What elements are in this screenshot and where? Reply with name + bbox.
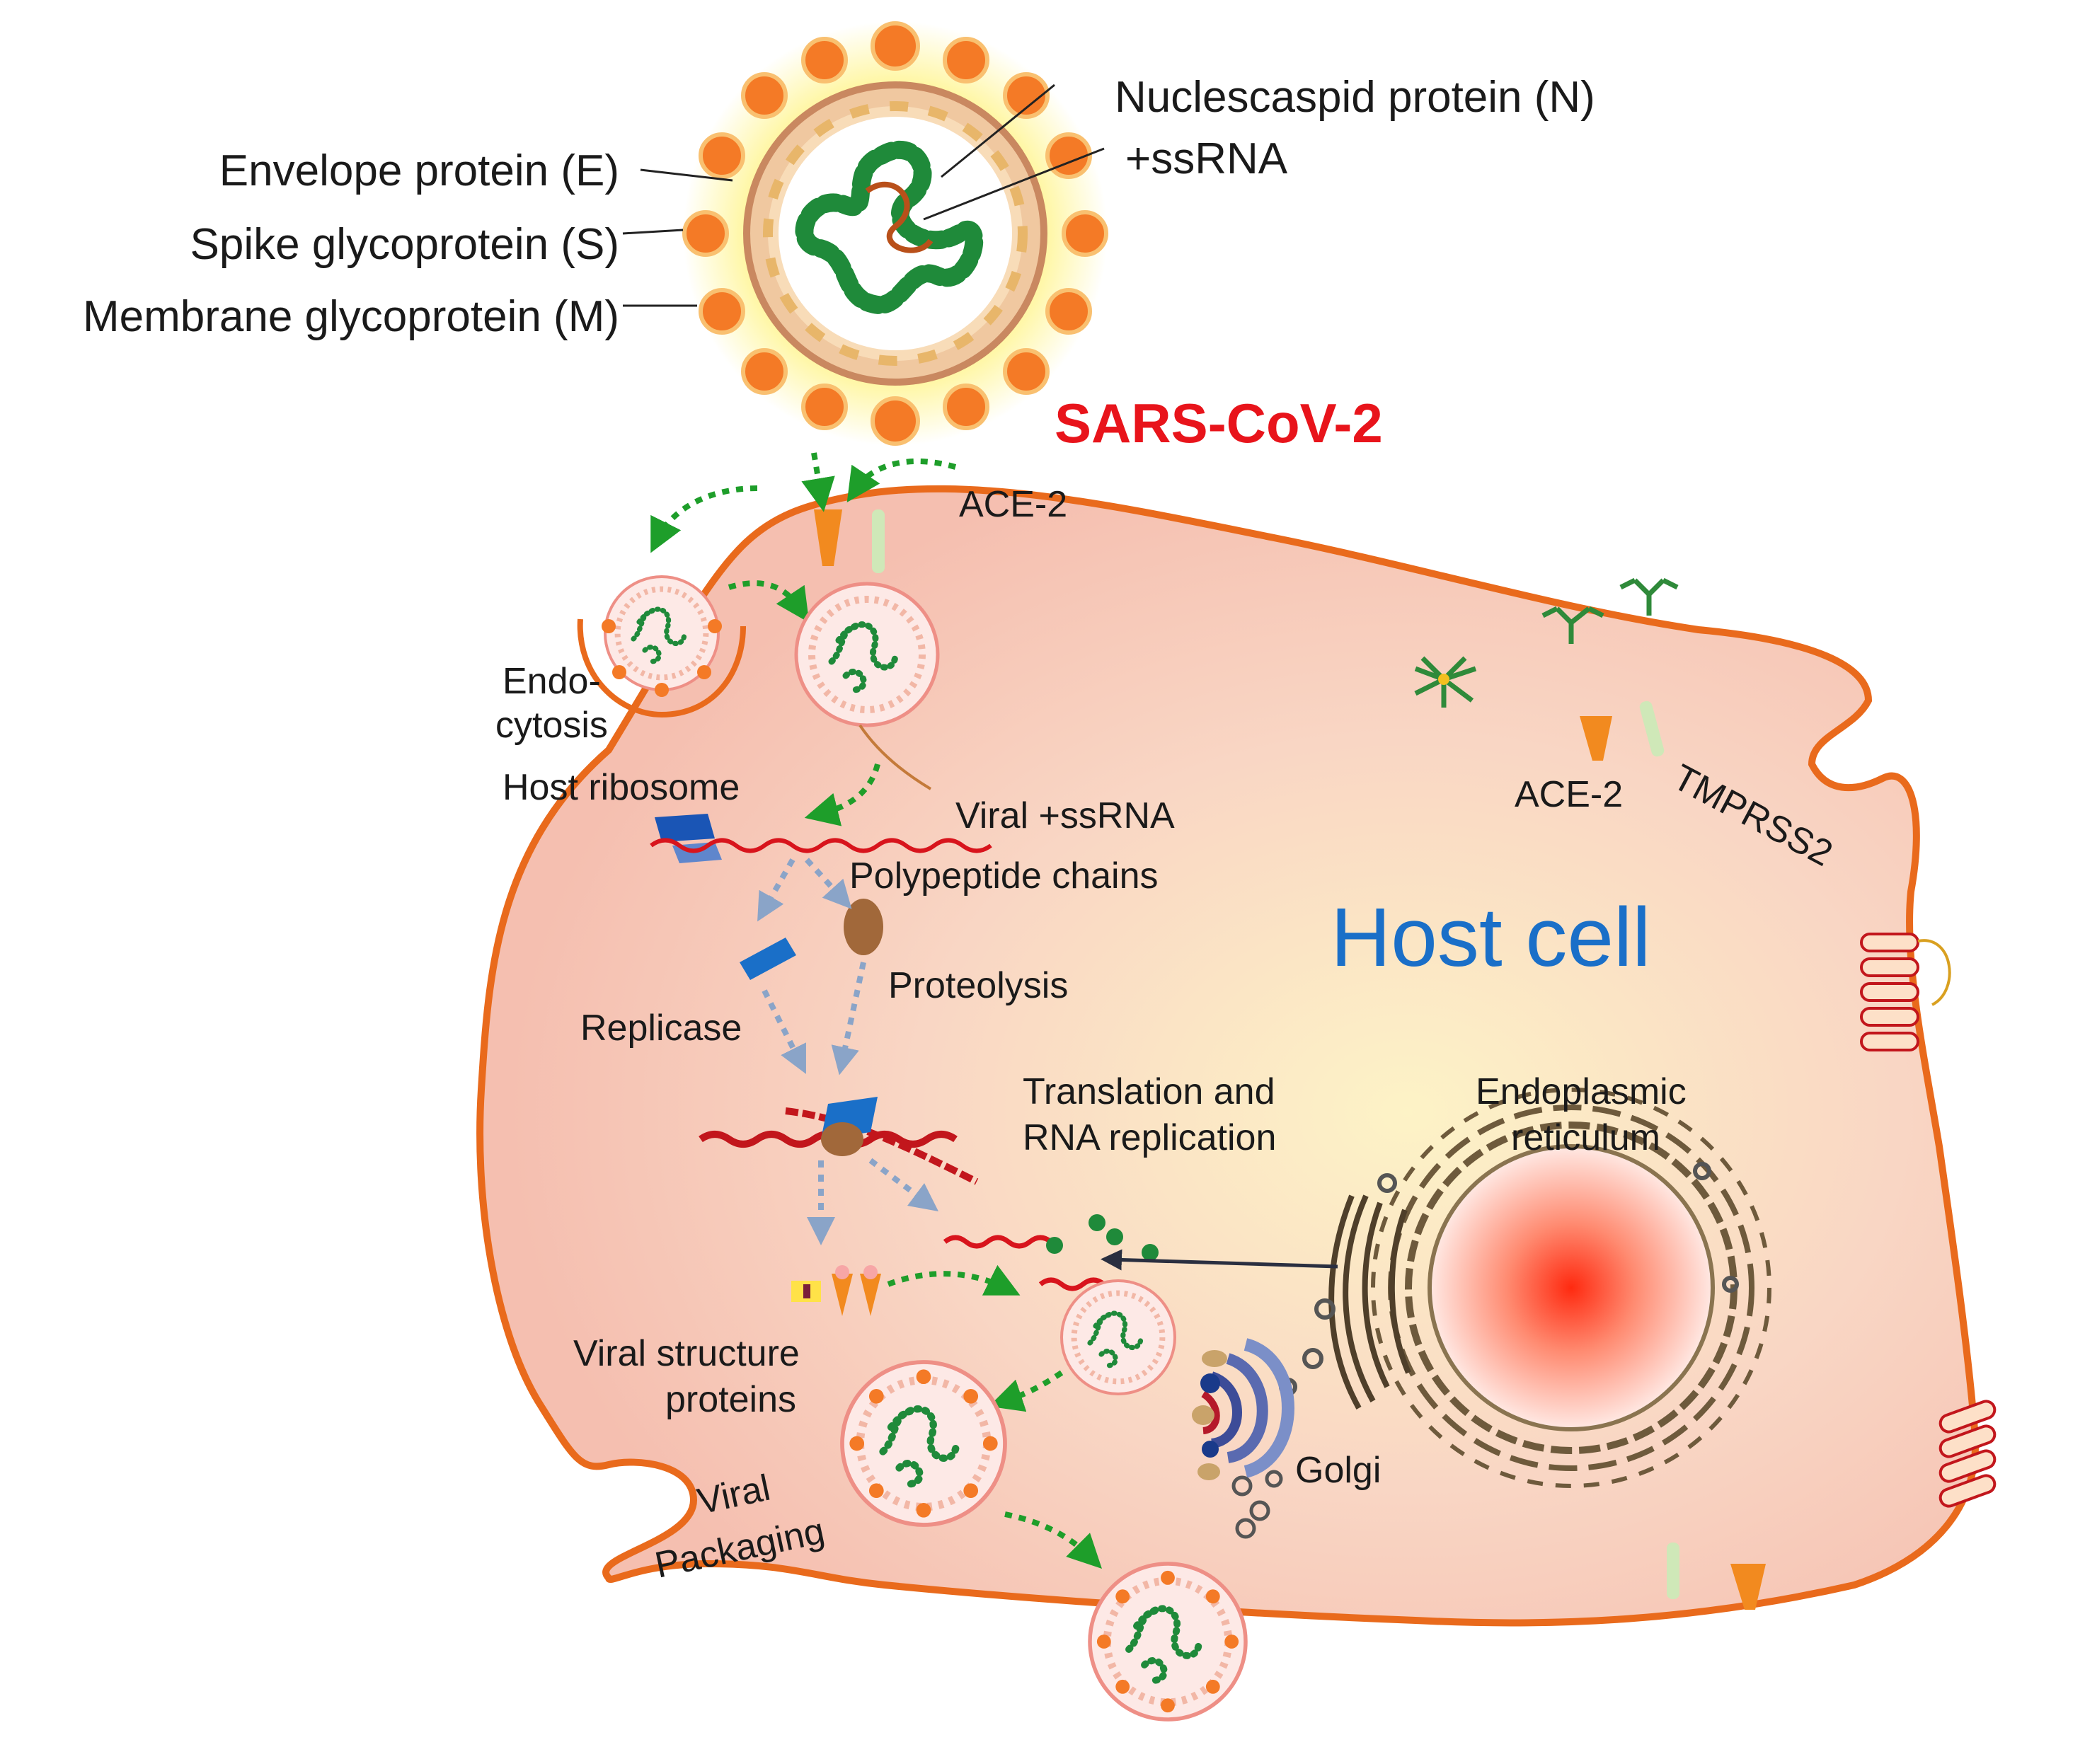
- exiting-virion: [1090, 1564, 1246, 1719]
- er-to-assembly-arrow: [1101, 1249, 1338, 1271]
- host-cell-title: Host cell: [1331, 891, 1650, 984]
- ace2-receptor-top: [814, 509, 885, 573]
- viral-structure-proteins-label-line2: proteins: [665, 1379, 796, 1420]
- endocytosis-label-line2: cytosis: [495, 705, 608, 746]
- proteolysis-label: Proteolysis: [888, 965, 1068, 1006]
- nucleus: [1428, 1144, 1715, 1431]
- sars-cov-2-virion: [682, 21, 1108, 446]
- translation-label-line2: RNA replication: [1023, 1117, 1276, 1158]
- translation-label-line1: Translation and: [1023, 1071, 1275, 1112]
- endocytosis-label-line1: Endo-: [502, 661, 601, 702]
- membrane-glycoprotein-label: Membrane glycoprotein (M): [83, 292, 619, 341]
- antibody-cluster: [1414, 577, 1679, 708]
- golgi-label: Golgi: [1295, 1450, 1381, 1491]
- viral-ssrna-strand: [650, 838, 992, 853]
- host-ribosome-label: Host ribosome: [502, 767, 740, 808]
- ace2-top-label: ACE-2: [959, 484, 1067, 525]
- nucleocapsid-protein-label: Nuclescaspid protein (N): [1115, 73, 1595, 122]
- entry-arrows: [650, 452, 1102, 1569]
- endocytosis-vesicle: [577, 577, 746, 718]
- polypeptide-chains-label: Polypeptide chains: [849, 855, 1159, 897]
- transmembrane-protein-upper: [1860, 933, 1951, 1051]
- viral-structure-proteins-label-line1: Viral structure: [573, 1333, 800, 1374]
- uncoating-vesicle: [796, 584, 938, 790]
- viral-ssrna-label: Viral +ssRNA: [955, 795, 1175, 836]
- envelope-protein-label: Envelope protein (E): [219, 146, 619, 195]
- viral-structure-proteins: [791, 1265, 881, 1316]
- golgi-apparatus: [1192, 1338, 1294, 1539]
- proteolysis-shape: [844, 899, 883, 955]
- replication-complex: [699, 1097, 979, 1185]
- ace2-right-label: ACE-2: [1515, 774, 1623, 815]
- new-rna-strands: [943, 1214, 1159, 1291]
- processing-arrows: [757, 858, 938, 1245]
- ace2-receptor-right: [1580, 701, 1665, 761]
- transmembrane-protein-lower: [1938, 1400, 1997, 1508]
- er-label-line2: reticulum: [1511, 1117, 1660, 1158]
- ace2-receptor-bottom: [1667, 1543, 1766, 1610]
- packaged-virion: [842, 1362, 1005, 1525]
- spike-glycoprotein-label: Spike glycoprotein (S): [190, 220, 620, 269]
- assembling-virion: [1062, 1281, 1175, 1394]
- er-label-line1: Endoplasmic: [1476, 1071, 1687, 1112]
- ssrna-label: +ssRNA: [1125, 134, 1288, 183]
- sars-cov-2-title: SARS-CoV-2: [1055, 392, 1383, 454]
- replicase-shape: [740, 938, 796, 980]
- replicase-label: Replicase: [580, 1008, 742, 1049]
- virion-leader-lines: [622, 83, 1105, 307]
